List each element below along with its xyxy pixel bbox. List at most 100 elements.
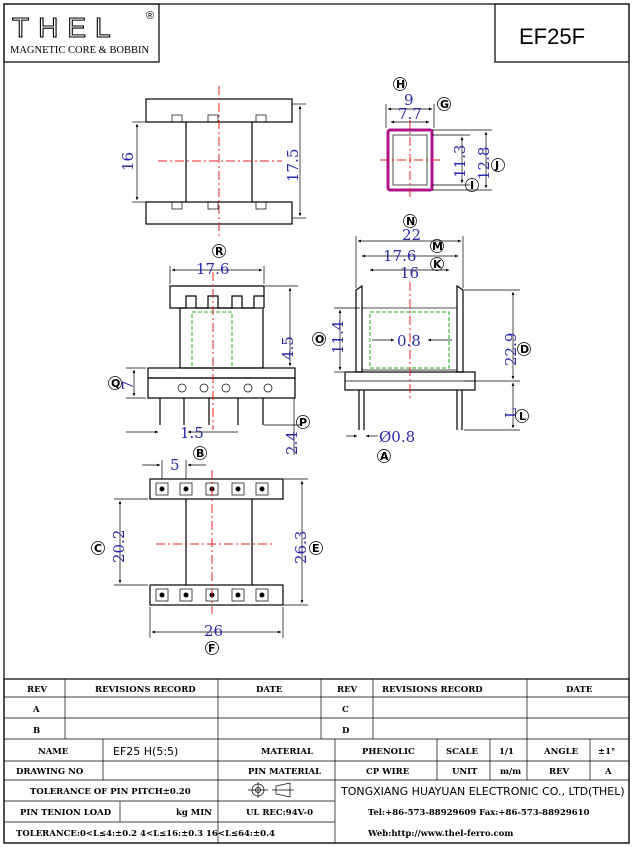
- dim-2-4: 2.4: [283, 431, 301, 455]
- tb-pin-mat-val: CP WIRE: [366, 767, 410, 777]
- tb-name-val: EF25 H(5:5): [113, 745, 178, 758]
- svg-text:E: E: [312, 542, 320, 555]
- dim-17-6-side: 17.6: [383, 247, 416, 265]
- tb-drawing-lbl: DRAWING NO: [16, 767, 84, 777]
- tb-rev-lbl: REV: [549, 767, 570, 777]
- callout-D: D: [517, 342, 531, 356]
- pin-window-view: 9 7.7 11.3 12.8: [380, 91, 493, 200]
- svg-text:G: G: [440, 98, 449, 111]
- projection-symbol: [248, 782, 294, 798]
- callout-I: I: [465, 178, 479, 192]
- dim-17-5: 17.5: [284, 149, 302, 182]
- callout-L: L: [515, 409, 529, 423]
- svg-text:C: C: [94, 542, 102, 555]
- svg-text:M: M: [432, 240, 443, 253]
- tb-date-hdr: DATE: [256, 685, 283, 695]
- bottom-view: 5 20.2 26.3 26: [110, 456, 310, 640]
- dim-26-3: 26.3: [292, 531, 310, 564]
- dim-7: 7: [119, 380, 137, 390]
- tb-scale-lbl: SCALE: [446, 747, 478, 757]
- dim-L: L: [502, 408, 520, 418]
- company-subtitle: MAGNETIC CORE & BOBBIN: [10, 45, 150, 56]
- tb-rev-hdr: REV: [27, 685, 48, 695]
- callout-A: A: [377, 449, 391, 463]
- tb-tolerance: TOLERANCE:0<L≤4:±0.2 4<L≤16:±0.3 16<L≤64…: [16, 829, 275, 839]
- callout-B: B: [193, 446, 207, 460]
- side-view: 22 17.6 16 11.4 0.8 22.9 L Ø0.8: [329, 226, 520, 446]
- callout-P: P: [296, 415, 310, 429]
- svg-text:L: L: [519, 410, 526, 423]
- callout-K: K: [430, 257, 444, 271]
- tb-rev-d: D: [342, 726, 350, 736]
- tb-rec-hdr: REVISIONS RECORD: [95, 685, 196, 695]
- dim-22-9: 22.9: [502, 333, 520, 366]
- svg-text:O: O: [315, 333, 324, 346]
- callout-F: F: [205, 641, 219, 655]
- callout-M: M: [430, 239, 444, 253]
- tb-rev-b: B: [33, 726, 40, 736]
- dim-1-5: 1.5: [180, 424, 204, 442]
- tb-rev-val: A: [604, 767, 612, 777]
- tb-name-lbl: NAME: [38, 747, 69, 757]
- dim-11-4: 11.4: [329, 321, 347, 354]
- dim-9: 9: [404, 91, 414, 109]
- svg-text:I: I: [470, 179, 474, 192]
- dim-17-6-front: 17.6: [196, 260, 229, 278]
- callout-G: G: [437, 97, 451, 111]
- outer-border: [3, 3, 630, 844]
- model-number: EF25F: [519, 24, 585, 49]
- callout-N: N: [403, 214, 417, 228]
- top-view: 16 17.5: [119, 86, 306, 238]
- svg-text:P: P: [299, 416, 307, 429]
- svg-text:F: F: [208, 642, 216, 655]
- tb-pin-load: PIN TENION LOAD: [20, 808, 112, 818]
- dim-22: 22: [402, 226, 421, 244]
- tb-material-lbl: MATERIAL: [261, 747, 313, 757]
- dim-4-5: 4.5: [279, 336, 297, 360]
- tb-scale-val: 1/1: [499, 747, 514, 757]
- tb-pitch-tol: TOLERANCE OF PIN PITCH±0.20: [30, 787, 191, 797]
- tb-rec-hdr2: REVISIONS RECORD: [382, 685, 483, 695]
- dim-7-7: 7.7: [398, 105, 422, 123]
- callout-H: H: [393, 77, 407, 91]
- callout-R: R: [212, 244, 226, 258]
- tb-material-val: PHENOLIC: [362, 747, 415, 757]
- dim-dia-0-8: Ø0.8: [379, 428, 415, 446]
- thel-logo: THEL ®: [11, 10, 154, 44]
- dim-20-2: 20.2: [110, 530, 128, 563]
- dim-16: 16: [119, 152, 137, 171]
- svg-text:A: A: [380, 450, 389, 463]
- dim-11-3: 11.3: [451, 145, 469, 178]
- dim-26: 26: [204, 622, 223, 640]
- tb-rev-a: A: [32, 705, 40, 715]
- tb-pin-mat-lbl: PIN MATERIAL: [248, 767, 321, 777]
- callouts: H G J I R N M K O D Q P L A B C E F: [91, 77, 531, 655]
- tb-rev-c: C: [342, 705, 349, 715]
- svg-text:H: H: [396, 78, 405, 91]
- tb-tel: Tel:+86-573-88929609 Fax:+86-573-8892961…: [368, 808, 590, 818]
- callout-Q: Q: [108, 376, 122, 390]
- tb-angle-lbl: ANGLE: [543, 747, 579, 757]
- tb-kg: kg MIN: [176, 808, 212, 818]
- registered-mark: ®: [146, 10, 154, 22]
- tb-unit-lbl: UNIT: [452, 767, 478, 777]
- dim-0-8: 0.8: [397, 332, 421, 350]
- svg-text:D: D: [520, 343, 529, 356]
- callout-C: C: [91, 541, 105, 555]
- tb-rev-hdr2: REV: [337, 685, 358, 695]
- tb-company: TONGXIANG HUAYUAN ELECTRONIC CO., LTD.: [340, 785, 592, 798]
- front-view: 17.6 4.5 7 1.5 2.4: [119, 260, 301, 455]
- callout-J: J: [491, 158, 505, 172]
- callout-E: E: [309, 541, 323, 555]
- svg-text:K: K: [433, 258, 442, 271]
- svg-text:N: N: [406, 215, 415, 228]
- tb-ul: UL REC:94V-0: [246, 808, 313, 818]
- dim-16-side: 16: [400, 264, 419, 282]
- callout-O: O: [312, 332, 326, 346]
- tb-web: Web:http://www.thel-ferro.com: [367, 829, 513, 839]
- dim-12-8: 12.8: [475, 147, 493, 180]
- tb-unit-val: m/m: [500, 767, 521, 777]
- header: THEL ® MAGNETIC CORE & BOBBIN EF25F: [3, 3, 630, 63]
- svg-text:R: R: [215, 245, 224, 258]
